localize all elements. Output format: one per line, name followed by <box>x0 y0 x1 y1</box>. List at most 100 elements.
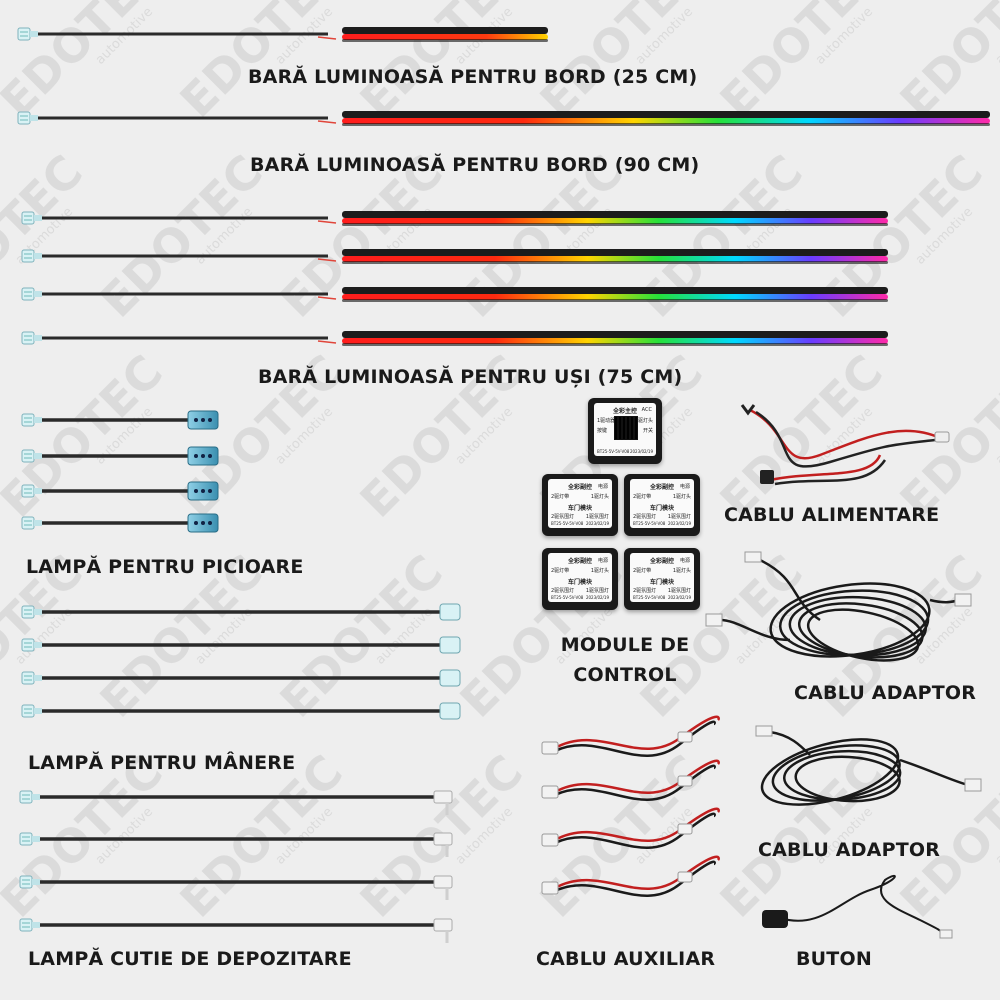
module-model: BT25-5V-5V-V08 <box>551 521 584 526</box>
foot-lamp <box>21 513 219 533</box>
bar-body <box>342 211 888 218</box>
aux-plug <box>677 775 693 787</box>
module-text: 1驱灯头 <box>672 568 691 574</box>
adapter-cable-2 <box>755 725 982 806</box>
bar-edge <box>342 39 548 42</box>
watermark-brand: EDOTEC <box>90 144 273 327</box>
storage-lamp <box>19 918 453 943</box>
bar-light <box>342 34 548 40</box>
module-power: 电源 <box>597 558 608 564</box>
label-storage-lamp: LAMPĂ CUTIE DE DEPOZITARE <box>28 948 352 970</box>
light-bar-door <box>21 211 888 226</box>
foot-lamp <box>21 481 219 501</box>
label-adapter-cable-1: CABLU ADAPTOR <box>794 682 977 704</box>
foot-lamp <box>21 446 219 466</box>
handle-lamp-connector-end <box>439 636 461 654</box>
module-title: 全彩副控 <box>649 484 674 491</box>
bar-edge <box>342 223 888 226</box>
storage-lamp-head <box>433 875 453 889</box>
label-modules-line2: CONTROL <box>573 664 677 686</box>
foot-lamp-connector <box>21 484 42 498</box>
module-text: 开关 <box>642 428 653 434</box>
lamps <box>19 410 461 943</box>
aux-cable-wire <box>541 715 720 757</box>
module-model: BT25-5V-5V-V08 <box>633 595 666 600</box>
module-text: 1驱灯头 <box>590 494 609 500</box>
module-date: 2023/02/19 <box>629 449 653 454</box>
power-cable <box>740 404 950 486</box>
power-cable-fork <box>740 404 756 416</box>
bar-body <box>342 331 888 338</box>
qr-code <box>614 416 638 440</box>
light-bars <box>17 27 990 346</box>
bar-wire-red <box>317 36 337 40</box>
adapter-plug <box>705 613 723 627</box>
storage-lamp-connector <box>19 832 40 846</box>
module-text: 1驱灯头 <box>672 494 691 500</box>
bar-edge <box>342 299 888 302</box>
aux-cable <box>541 715 720 897</box>
foot-lamp-connector <box>21 449 42 463</box>
adapter-cable-loop <box>794 755 901 803</box>
light-bar-90cm <box>17 111 990 126</box>
bar-wire-red <box>317 258 337 262</box>
button-plug <box>939 929 953 939</box>
bar-light <box>342 294 888 300</box>
module-text: 2驱灯带 <box>551 568 570 574</box>
handle-lamp-connector-end <box>439 702 461 720</box>
module-text: 2驱灯带 <box>551 494 570 500</box>
module-model: BT25-5V-5V-V08 <box>597 449 630 454</box>
label-handle-lamp: LAMPĂ PENTRU MÂNERE <box>28 752 296 774</box>
bar-wire-red <box>317 120 337 124</box>
adapter-plug <box>964 778 982 792</box>
aux-plug <box>677 871 693 883</box>
power-cable-black <box>755 410 936 468</box>
handle-lamp-connector-end <box>439 603 461 621</box>
module-text: 1驱灯头 <box>634 418 653 424</box>
module-power: 电源 <box>679 484 690 490</box>
label-button: BUTON <box>796 948 872 970</box>
label-adapter-cable-2: CABLU ADAPTOR <box>758 839 941 861</box>
module-name: 车门模块 <box>567 505 592 512</box>
module-power: 电源 <box>597 484 608 490</box>
watermark-brand: EDOTEC <box>890 0 1000 128</box>
bar-edge <box>342 343 888 346</box>
module-text: 2驱灯带 <box>633 568 652 574</box>
handle-lamp-connector <box>21 605 42 619</box>
adapter-cable-1 <box>705 551 972 662</box>
module-text: 1驱动器 <box>597 418 616 424</box>
bar-connector <box>21 331 42 345</box>
label-bar-25cm: BARĂ LUMINOASĂ PENTRU BORD (25 CM) <box>248 66 698 88</box>
watermark-brand: EDOTEC <box>710 744 893 927</box>
handle-lamp-connector <box>21 638 42 652</box>
module-title: 全彩副控 <box>567 484 592 491</box>
button-body <box>762 910 788 928</box>
adapter-plug <box>954 593 972 607</box>
module-text: 2驱灯带 <box>633 494 652 500</box>
bar-connector <box>21 249 42 263</box>
module-text: 2驱氛围灯 <box>551 588 575 594</box>
module-text: 2驱氛围灯 <box>633 514 657 520</box>
storage-lamp-connector <box>19 790 40 804</box>
bar-body <box>342 287 888 294</box>
bar-light <box>342 256 888 262</box>
aux-plug <box>677 731 693 743</box>
button-wire <box>779 874 946 936</box>
aux-plug <box>541 785 559 799</box>
adapter-cable-loop <box>783 749 902 801</box>
bar-wire-red <box>317 340 337 344</box>
label-power-cable: CABLU ALIMENTARE <box>724 504 940 526</box>
bar-light <box>342 118 990 124</box>
storage-lamp-connector <box>19 875 40 889</box>
bar-connector <box>21 211 42 225</box>
